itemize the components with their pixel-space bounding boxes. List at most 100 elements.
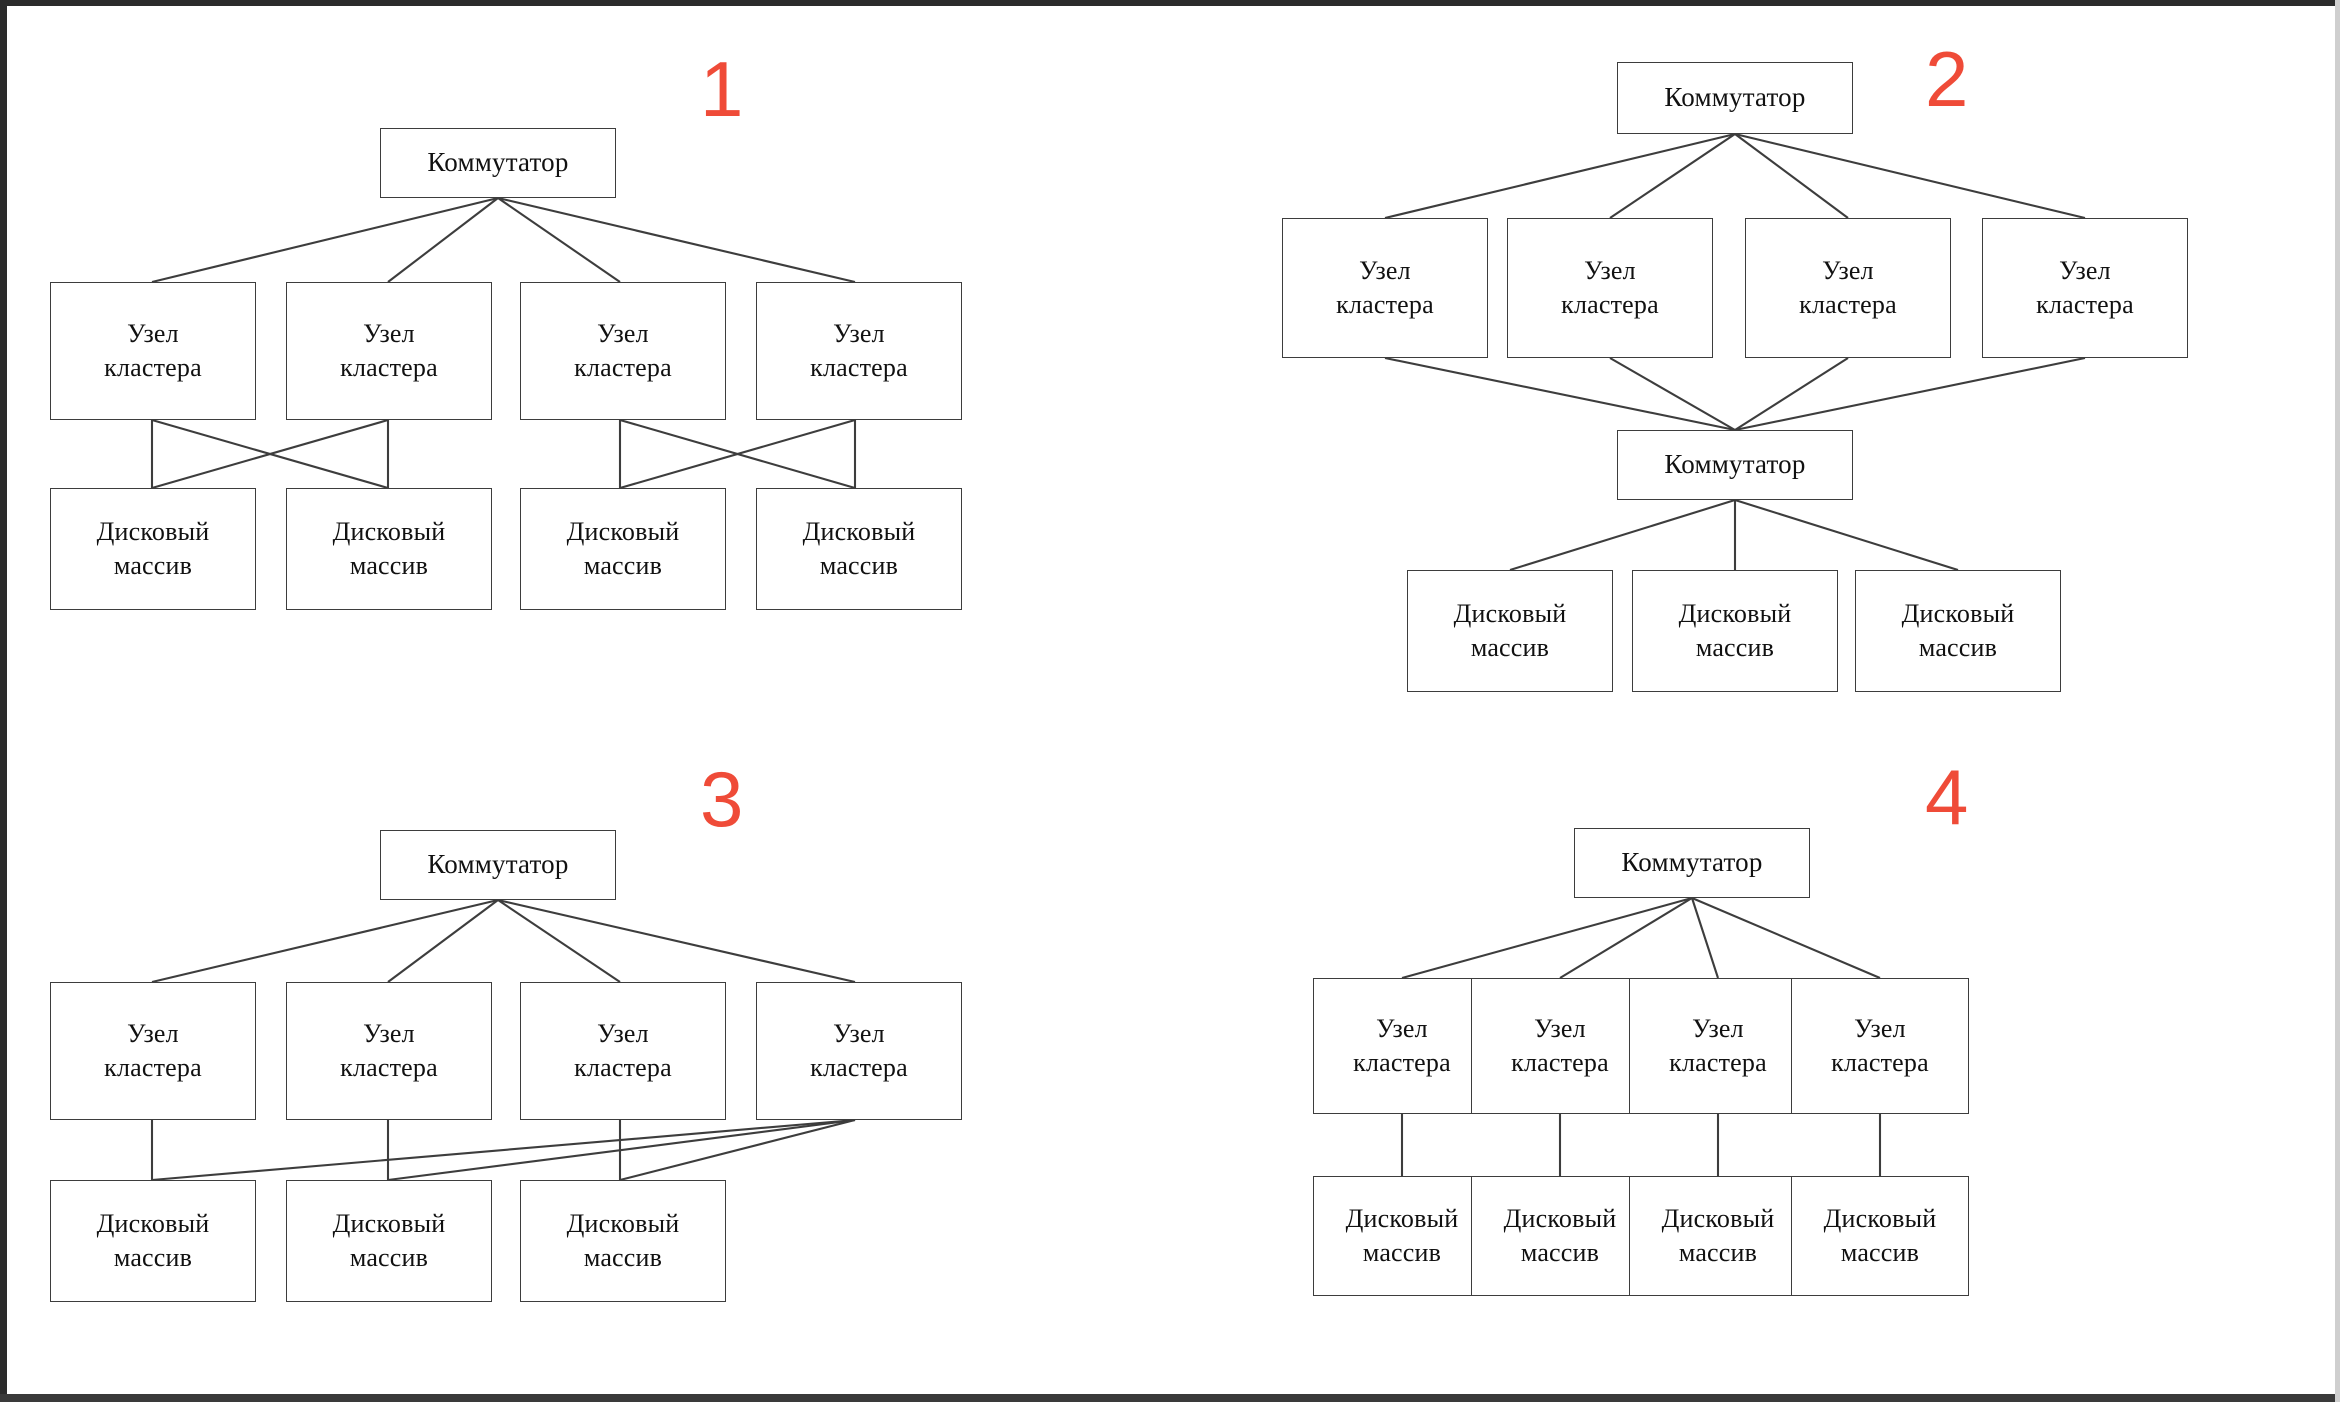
cluster-node-box[interactable]: Узел кластера [286, 282, 492, 420]
cluster-node-label-line1: Узел [833, 1018, 885, 1048]
disk-array-label-line2: массив [583, 551, 663, 580]
panel-1-connectors [150, 196, 857, 490]
switch-box[interactable]: Коммутатор [380, 128, 616, 198]
cluster-node-box[interactable]: Узел кластера [1507, 218, 1713, 358]
cluster-node-box[interactable]: Узел кластера [520, 982, 726, 1120]
cluster-node-label-line1: Узел [1376, 1013, 1428, 1043]
cluster-node-label-line1: Узел [1534, 1013, 1586, 1043]
switch-box[interactable]: Коммутатор [380, 830, 616, 900]
cluster-node-label-line1: Узел [833, 318, 885, 348]
cluster-node-box[interactable]: Узел кластера [286, 982, 492, 1120]
cluster-node-box[interactable]: Узел кластера [756, 282, 962, 420]
cluster-node-label-line2: кластера [1799, 290, 1897, 319]
switch-label: Коммутатор [427, 147, 569, 178]
switch-box-top[interactable]: Коммутатор [1617, 62, 1853, 134]
panel-2-connectors [1384, 132, 2086, 572]
cluster-node-label-line1: Узел [1359, 255, 1411, 285]
disk-array-label-line2: массив [1470, 633, 1550, 662]
disk-array-box[interactable]: Дисковый массив [286, 488, 492, 610]
cluster-node-label-line1: Узел [1584, 255, 1636, 285]
disk-array-box[interactable]: Дисковый массив [1471, 1176, 1649, 1296]
cluster-node-label-line2: кластера [1561, 290, 1659, 319]
cluster-node-box[interactable]: Узел кластера [1471, 978, 1649, 1114]
cluster-node-box[interactable]: Узел кластера [1313, 978, 1491, 1114]
disk-array-box[interactable]: Дисковый массив [1407, 570, 1613, 692]
disk-array-box[interactable]: Дисковый массив [50, 1180, 256, 1302]
switch-box[interactable]: Коммутатор [1574, 828, 1810, 898]
switch-label: Коммутатор [1621, 847, 1763, 878]
switch-box-bottom[interactable]: Коммутатор [1617, 430, 1853, 500]
cluster-node-label-line1: Узел [127, 1018, 179, 1048]
disk-array-box[interactable]: Дисковый массив [520, 488, 726, 610]
disk-array-box[interactable]: Дисковый массив [1855, 570, 2061, 692]
cluster-node-label-line2: кластера [1831, 1048, 1929, 1077]
page-edge-right [2335, 0, 2340, 1402]
cluster-node-label-line1: Узел [363, 318, 415, 348]
cluster-node-label-line1: Узел [1692, 1013, 1744, 1043]
disk-array-label-line1: Дисковый [1345, 1203, 1459, 1233]
panel-4: 4 Коммутатор Узел кластера Узел кластера… [1240, 758, 2340, 1402]
cluster-node-box[interactable]: Узел кластера [1982, 218, 2188, 358]
disk-array-box[interactable]: Дисковый массив [1632, 570, 1838, 692]
cluster-node-box[interactable]: Узел кластера [520, 282, 726, 420]
disk-array-label-line2: массив [349, 1243, 429, 1272]
disk-array-label-line2: массив [819, 551, 899, 580]
disk-array-box[interactable]: Дисковый массив [1629, 1176, 1807, 1296]
panel-number-1: 1 [700, 45, 744, 133]
cluster-node-label-line1: Узел [127, 318, 179, 348]
disk-array-label-line2: массив [113, 551, 193, 580]
cluster-node-box[interactable]: Узел кластера [756, 982, 962, 1120]
disk-array-label-line2: массив [1918, 633, 1998, 662]
cluster-node-box[interactable]: Узел кластера [1629, 978, 1807, 1114]
disk-array-box[interactable]: Дисковый массив [1791, 1176, 1969, 1296]
cluster-node-label-line2: кластера [104, 353, 202, 382]
cluster-node-label-line1: Узел [363, 1018, 415, 1048]
switch-label: Коммутатор [427, 849, 569, 880]
page-edge-top [0, 0, 2340, 6]
disk-array-label-line1: Дисковый [802, 516, 916, 546]
panel-2: 2 Коммутатор Узел кластера Узел кластера… [1240, 0, 2340, 720]
disk-array-label-line1: Дисковый [1453, 598, 1567, 628]
panel-3: 3 Коммутатор Узел кластера Узел кластера… [0, 760, 1120, 1402]
cluster-node-label-line1: Узел [1854, 1013, 1906, 1043]
disk-array-label-line2: массив [1678, 1238, 1758, 1267]
cluster-node-label-line2: кластера [340, 353, 438, 382]
panel-4-connectors [1400, 896, 1882, 1176]
cluster-node-label-line1: Узел [597, 1018, 649, 1048]
cluster-node-label-line2: кластера [340, 1053, 438, 1082]
disk-array-label-line2: массив [583, 1243, 663, 1272]
cluster-node-label-line2: кластера [1353, 1048, 1451, 1077]
disk-array-box[interactable]: Дисковый массив [286, 1180, 492, 1302]
cluster-node-label-line2: кластера [1669, 1048, 1767, 1077]
panel-number-3: 3 [700, 755, 744, 843]
cluster-node-label-line2: кластера [1336, 290, 1434, 319]
panel-1: 1 Коммутатор Узел кластера Узел кластера… [0, 0, 1120, 680]
disk-array-box[interactable]: Дисковый массив [50, 488, 256, 610]
switch-label: Коммутатор [1664, 82, 1806, 113]
cluster-node-box[interactable]: Узел кластера [50, 282, 256, 420]
cluster-node-box[interactable]: Узел кластера [50, 982, 256, 1120]
disk-array-box[interactable]: Дисковый массив [756, 488, 962, 610]
disk-array-label-line1: Дисковый [1503, 1203, 1617, 1233]
disk-array-label-line2: массив [1362, 1238, 1442, 1267]
panel-number-2: 2 [1925, 35, 1969, 123]
disk-array-box[interactable]: Дисковый массив [520, 1180, 726, 1302]
cluster-node-label-line2: кластера [810, 1053, 908, 1082]
disk-array-label-line1: Дисковый [566, 516, 680, 546]
disk-array-label-line2: массив [349, 551, 429, 580]
disk-array-label-line1: Дисковый [96, 1208, 210, 1238]
disk-array-label-line1: Дисковый [332, 516, 446, 546]
cluster-node-label-line2: кластера [810, 353, 908, 382]
disk-array-box[interactable]: Дисковый массив [1313, 1176, 1491, 1296]
panel-number-4: 4 [1925, 753, 1969, 841]
cluster-node-label-line2: кластера [1511, 1048, 1609, 1077]
cluster-node-box[interactable]: Узел кластера [1282, 218, 1488, 358]
cluster-node-label-line1: Узел [1822, 255, 1874, 285]
disk-array-label-line1: Дисковый [1678, 598, 1792, 628]
cluster-node-label-line2: кластера [2036, 290, 2134, 319]
cluster-node-box[interactable]: Узел кластера [1791, 978, 1969, 1114]
cluster-node-label-line1: Узел [597, 318, 649, 348]
disk-array-label-line1: Дисковый [1823, 1203, 1937, 1233]
disk-array-label-line1: Дисковый [332, 1208, 446, 1238]
cluster-node-box[interactable]: Узел кластера [1745, 218, 1951, 358]
